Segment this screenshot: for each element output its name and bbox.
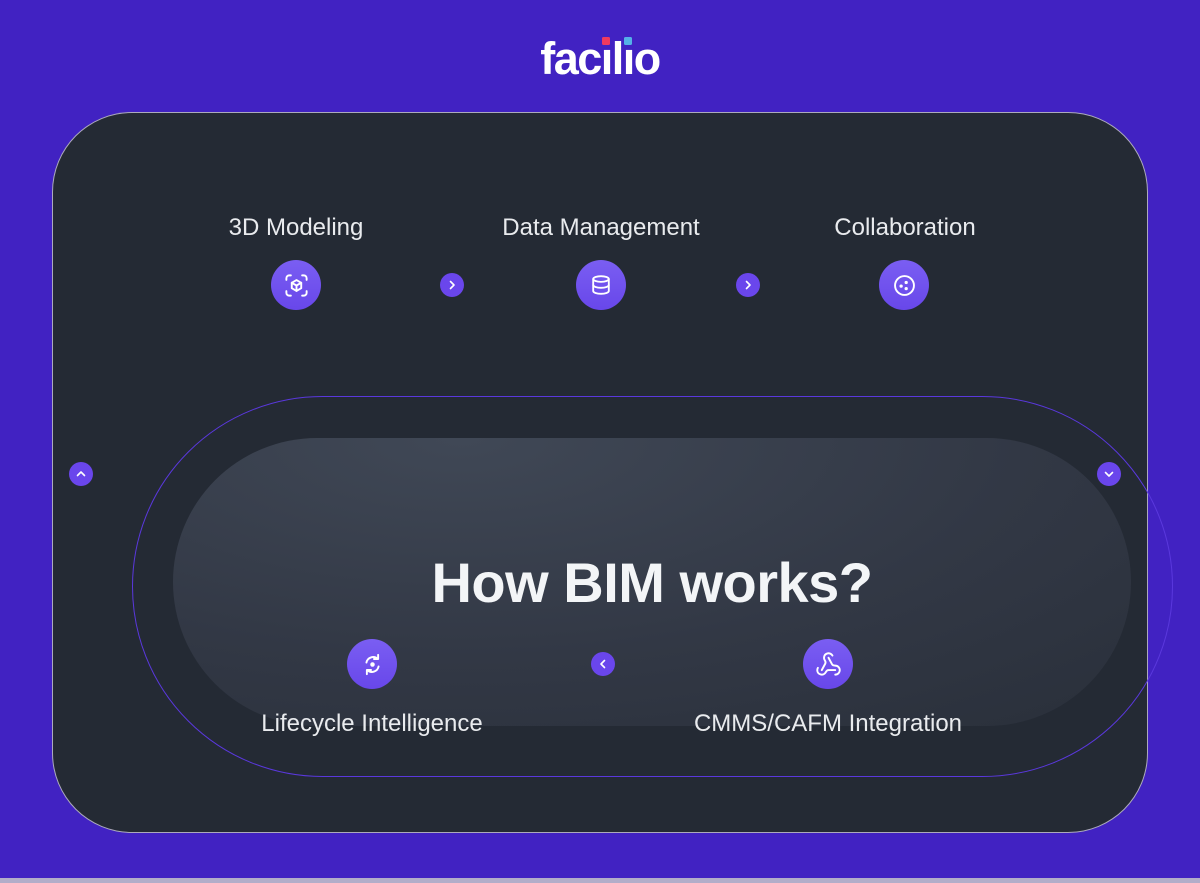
flow-arrow-up[interactable]	[69, 462, 93, 486]
flow-track	[132, 396, 1173, 777]
node-label-cmms-cafm-integration: CMMS/CAFM Integration	[693, 710, 963, 737]
chevron-up-icon	[75, 468, 87, 480]
logo-i-second: ı	[622, 33, 636, 84]
node-label-collaboration: Collaboration	[834, 214, 976, 241]
chevron-down-icon	[1103, 468, 1115, 480]
page-title: How BIM works?	[431, 550, 873, 614]
chevron-left-icon	[597, 658, 609, 670]
node-lifecycle-intelligence	[347, 639, 397, 689]
3d-scan-cube-icon	[283, 272, 310, 299]
chevron-right-icon	[446, 279, 458, 291]
logo-seg-fac: fac	[540, 33, 602, 84]
logo-i-first: ı	[600, 33, 614, 84]
node-label-data-management: Data Management	[502, 214, 700, 241]
webhook-integration-icon	[815, 651, 842, 678]
lifecycle-sync-icon	[359, 651, 386, 678]
title-pill: How BIM works?	[173, 438, 1131, 726]
node-label-3d-modeling: 3D Modeling	[228, 214, 364, 241]
bottom-strip	[0, 878, 1200, 883]
node-cmms-cafm-integration	[803, 639, 853, 689]
chevron-right-icon	[742, 279, 754, 291]
logo-seg-l: l	[611, 33, 625, 84]
diagram-card: How BIM works? 3D Modeling	[52, 112, 1173, 833]
database-icon	[588, 272, 614, 298]
logo-i-dot-blue	[624, 37, 633, 45]
flow-arrow-right-2[interactable]	[736, 273, 760, 297]
flow-arrow-left[interactable]	[591, 652, 615, 676]
node-3d-modeling	[271, 260, 321, 310]
node-data-management	[576, 260, 626, 310]
node-label-lifecycle-intelligence: Lifecycle Intelligence	[261, 710, 483, 737]
flow-arrow-down[interactable]	[1097, 462, 1121, 486]
flow-arrow-right-1[interactable]	[440, 273, 464, 297]
node-collaboration	[879, 260, 929, 310]
collaboration-dots-icon	[891, 272, 918, 299]
logo-seg-o: o	[633, 33, 662, 84]
logo-i-dot-pink	[602, 37, 611, 45]
